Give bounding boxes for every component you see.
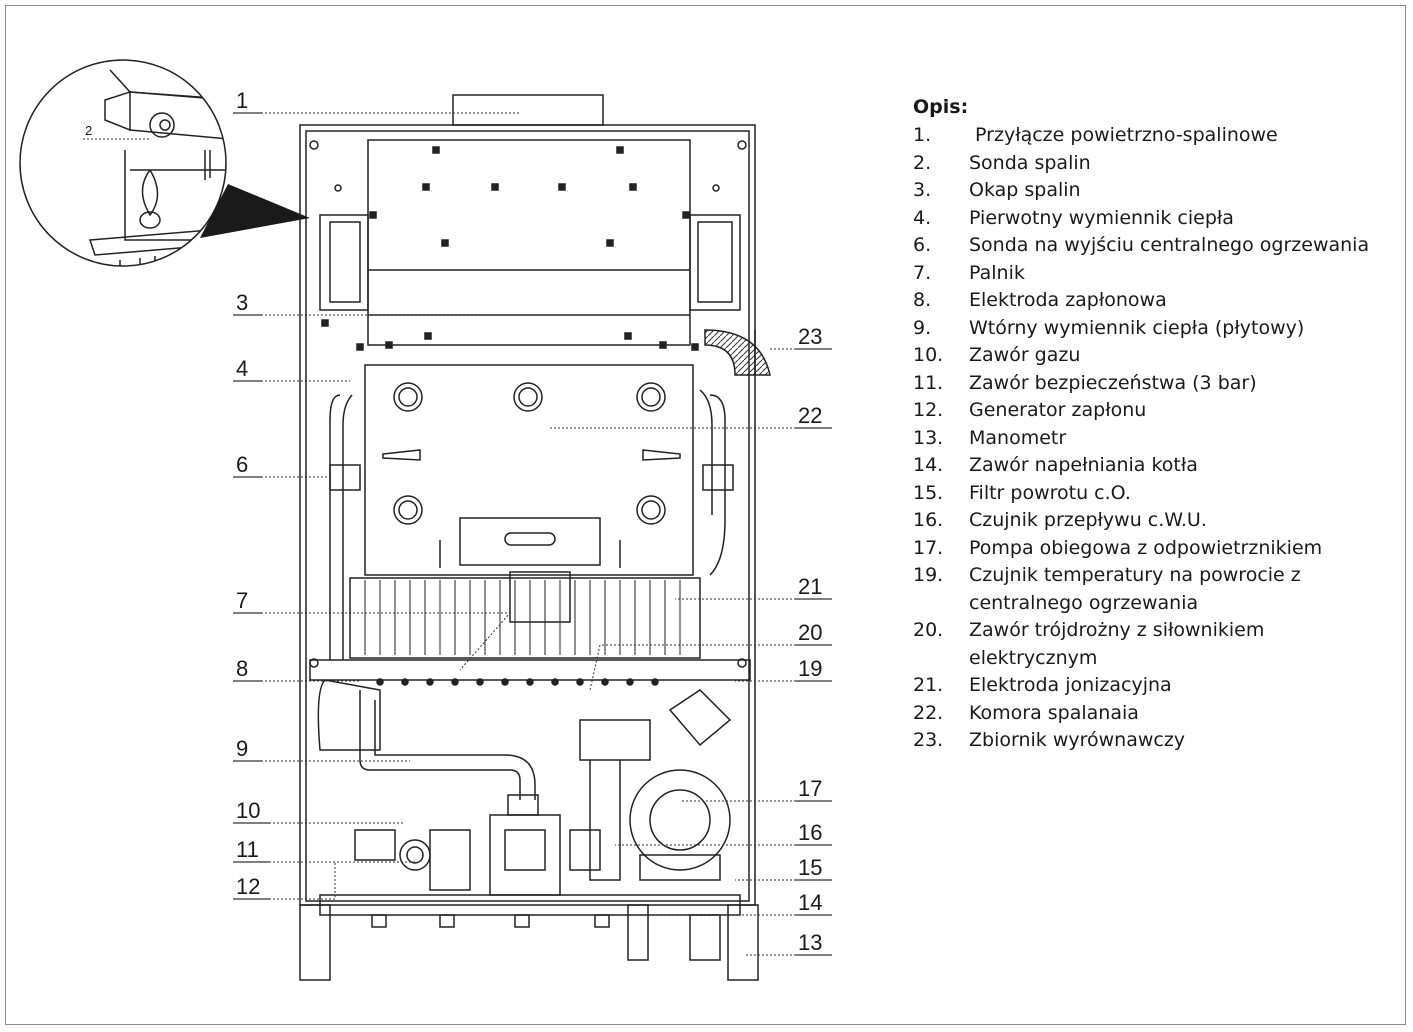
legend-item-number: 6. — [913, 234, 932, 256]
callout-20: 20 — [798, 620, 822, 645]
legend-item: 7. Palnik — [913, 260, 1383, 288]
leader-lines — [83, 112, 832, 956]
legend-item: 14. Zawór napełniania kotła — [913, 452, 1383, 480]
callout-11: 11 — [236, 837, 259, 862]
callout-21: 21 — [798, 574, 822, 599]
legend-item-number: 1. — [913, 124, 932, 146]
legend-item-text: Czujnik przepływu c.W.U. — [969, 509, 1207, 531]
legend-item: 21. Elektroda jonizacyjna — [913, 672, 1383, 700]
legend-item-number: 16. — [913, 509, 944, 531]
callout-10: 10 — [236, 798, 260, 823]
legend-item-text: Sonda na wyjściu centralnego ogrzewania — [969, 234, 1370, 256]
callout-13: 13 — [798, 930, 822, 955]
legend-item-text: Zawór bezpieczeństwa (3 bar) — [969, 371, 1257, 394]
legend-item-number: 17. — [913, 536, 944, 559]
legend-item-number: 3. — [913, 179, 932, 201]
legend-item-number: 22. — [913, 701, 944, 724]
callout-17: 17 — [798, 776, 822, 801]
legend-item-text: Czujnik temperatury na powrocie z centra… — [969, 564, 1301, 614]
legend-item-text: Generator zapłonu — [969, 399, 1147, 421]
legend-item: 22. Komora spalanaia — [913, 700, 1383, 728]
detail-magnifier — [19, 59, 227, 267]
callouts-left: 1 2 3 4 6 7 8 9 10 11 12 — [85, 88, 260, 899]
callout-3: 3 — [236, 290, 248, 315]
legend-item: 19. Czujnik temperatury na powrocie z cen… — [913, 562, 1383, 617]
legend-item: 12. Generator zapłonu — [913, 397, 1383, 425]
callout-2: 2 — [85, 123, 92, 138]
legend-item: 8. Elektroda zapłonowa — [913, 287, 1383, 315]
callout-23: 23 — [798, 324, 822, 349]
legend-item-number: 20. — [913, 619, 944, 641]
legend-item-text: Przyłącze powietrzno-spalinowe — [969, 124, 1278, 146]
legend-item-text: Sonda spalin — [969, 151, 1091, 174]
callout-1: 1 — [236, 88, 248, 113]
callout-16: 16 — [798, 820, 822, 845]
callout-underlines — [233, 112, 832, 956]
legend-list: 1. Przyłącze powietrzno-spalinowe 2. Sond… — [913, 122, 1383, 755]
callout-4: 4 — [236, 356, 248, 381]
legend-item-text: Okap spalin — [969, 179, 1081, 201]
legend-item: 13. Manometr — [913, 425, 1383, 453]
callout-15: 15 — [798, 855, 822, 880]
legend-item-text: Elektroda zapłonowa — [969, 289, 1167, 311]
legend-item: 16. Czujnik przepływu c.W.U. — [913, 507, 1383, 535]
legend-item-number: 19. — [913, 564, 944, 586]
figure-frame — [5, 5, 1406, 1025]
callouts-right: 23 22 21 20 19 17 16 15 14 13 — [798, 324, 822, 955]
legend-item: 23. Zbiornik wyrównawczy — [913, 727, 1383, 755]
legend-item-number: 15. — [913, 481, 944, 504]
legend-item-text: Filtr powrotu c.O. — [969, 481, 1131, 504]
legend-item-number: 14. — [913, 454, 944, 476]
legend-item-number: 9. — [913, 316, 932, 339]
legend-title: Opis: — [913, 96, 969, 118]
legend-item: 9. Wtórny wymiennik ciepła (płytowy) — [913, 315, 1383, 343]
legend-item-text: Zawór napełniania kotła — [969, 454, 1198, 476]
legend-item-number: 11. — [913, 371, 944, 394]
legend-item-number: 4. — [913, 206, 932, 229]
legend-item-number: 2. — [913, 151, 932, 174]
legend-item-text: Wtórny wymiennik ciepła (płytowy) — [969, 316, 1305, 339]
callout-19: 19 — [798, 656, 822, 681]
legend-item: 15. Filtr powrotu c.O. — [913, 480, 1383, 508]
callout-6: 6 — [236, 452, 248, 477]
legend-item-number: 12. — [913, 399, 944, 421]
magnifier-pointer — [200, 184, 310, 238]
legend-item: 6. Sonda na wyjściu centralnego ogrzewani… — [913, 232, 1383, 260]
legend-item-number: 10. — [913, 344, 944, 366]
legend-item-text: Komora spalanaia — [969, 701, 1139, 724]
legend-item-text: Zawór trójdrożny z siłownikiem elektrycz… — [969, 619, 1265, 669]
callout-22: 22 — [798, 403, 822, 428]
legend-item-text: Elektroda jonizacyjna — [969, 674, 1172, 696]
legend: Opis: 1. Przyłącze powietrzno-spalinowe … — [913, 96, 1383, 755]
legend-item-number: 7. — [913, 261, 932, 284]
legend-item-text: Pierwotny wymiennik ciepła — [969, 206, 1234, 229]
legend-item: 10. Zawór gazu — [913, 342, 1383, 370]
legend-item: 3. Okap spalin — [913, 177, 1383, 205]
callout-12: 12 — [236, 874, 260, 899]
legend-item: 11. Zawór bezpieczeństwa (3 bar) — [913, 370, 1383, 398]
legend-item-number: 21. — [913, 674, 944, 696]
legend-item-text: Zbiornik wyrównawczy — [969, 729, 1186, 751]
legend-item-text: Manometr — [969, 426, 1067, 449]
legend-item-text: Palnik — [969, 261, 1025, 284]
callout-14: 14 — [798, 890, 822, 915]
callout-8: 8 — [236, 656, 248, 681]
legend-item: 4. Pierwotny wymiennik ciepła — [913, 205, 1383, 233]
legend-item-text: Zawór gazu — [969, 344, 1081, 366]
callout-9: 9 — [236, 736, 248, 761]
legend-item-text: Pompa obiegowa z odpowietrznikiem — [969, 536, 1323, 559]
boiler-body — [299, 94, 771, 981]
legend-item: 1. Przyłącze powietrzno-spalinowe — [913, 122, 1383, 150]
legend-item: 2. Sonda spalin — [913, 150, 1383, 178]
callout-7: 7 — [236, 588, 248, 613]
legend-item-number: 13. — [913, 426, 944, 449]
legend-item: 20. Zawór trójdrożny z siłownikiem elektr… — [913, 617, 1383, 672]
legend-item-number: 23. — [913, 729, 944, 751]
legend-item: 17. Pompa obiegowa z odpowietrznikiem — [913, 535, 1383, 563]
legend-item-number: 8. — [913, 289, 932, 311]
